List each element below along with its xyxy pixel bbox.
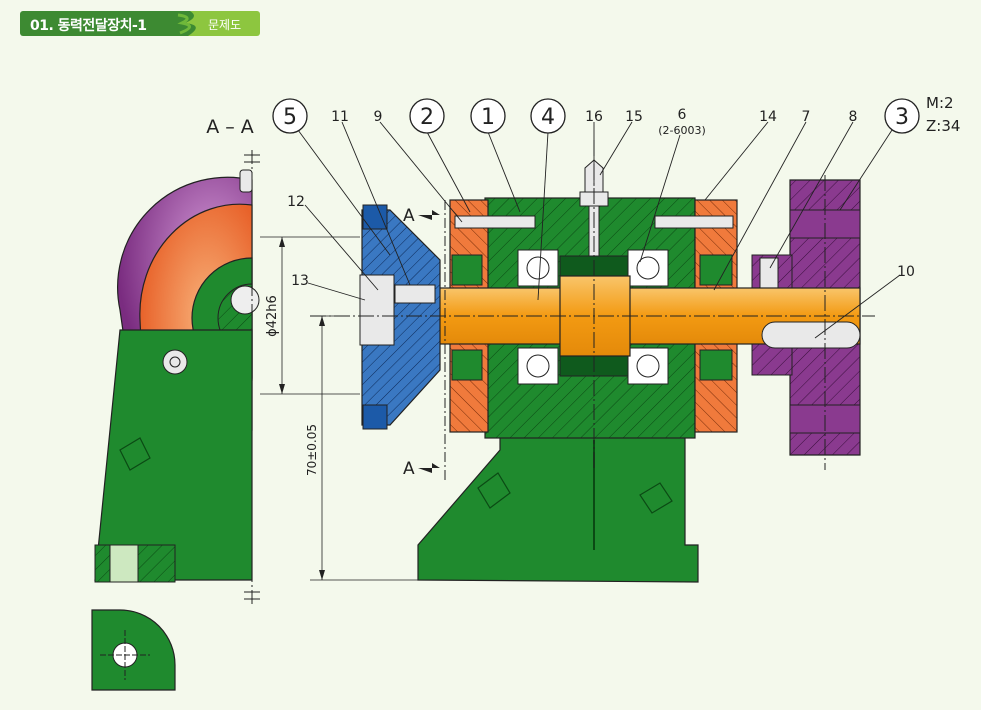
leader-lines	[297, 121, 901, 339]
callout-3: 3	[884, 98, 920, 134]
gear-teeth: Z:34	[926, 117, 960, 135]
callout-8: 8	[849, 109, 858, 125]
housing-base	[417, 419, 699, 583]
callout-7: 7	[802, 109, 811, 125]
section-mark-top: A	[403, 206, 415, 226]
svg-text:5: 5	[283, 105, 297, 130]
section-mark-bottom: A	[403, 459, 415, 479]
callout-1: 1	[470, 98, 506, 134]
pulley	[359, 204, 441, 430]
shaft-diameter-dim: ϕ42h6	[265, 295, 280, 337]
callout-13: 13	[291, 273, 309, 289]
dimensions: ϕ42h6 70±0.05	[260, 236, 418, 581]
circled-callouts: 5 2 1 4 3	[272, 98, 920, 134]
callout-5: 5	[272, 98, 308, 134]
brush-stroke-icon	[160, 11, 196, 36]
bearing-left	[517, 249, 559, 385]
svg-text:3: 3	[895, 105, 909, 130]
section-label: A – A	[206, 116, 254, 138]
svg-text:4: 4	[541, 105, 555, 130]
bearing-spec: (2-6003)	[658, 124, 706, 137]
callout-16: 16	[585, 109, 603, 125]
callout-12: 12	[287, 194, 305, 210]
callout-9: 9	[374, 109, 383, 125]
height-dim: 70±0.05	[305, 424, 319, 476]
callout-15: 15	[625, 109, 643, 125]
svg-text:2: 2	[420, 105, 434, 130]
callout-4: 4	[530, 98, 566, 134]
main-assembly: A A	[310, 140, 875, 583]
header-tag: 문제도	[208, 18, 242, 32]
header-dark-band	[20, 11, 170, 36]
header-title: 01. 동력전달장치-1	[30, 18, 147, 34]
callout-14: 14	[759, 109, 777, 125]
plain-callouts: 11 9 16 15 6 (2-6003) 14 7 8 12 13 10	[287, 107, 915, 289]
gear-module: M:2	[926, 94, 954, 112]
callout-6: 6	[678, 107, 687, 123]
callout-10: 10	[897, 264, 915, 280]
callout-11: 11	[331, 109, 349, 125]
callout-2: 2	[409, 98, 445, 134]
header-bar: 01. 동력전달장치-1 문제도	[20, 11, 260, 36]
bearing-right	[627, 249, 669, 385]
svg-text:1: 1	[481, 105, 495, 130]
section-view-aa: A – A	[91, 116, 260, 691]
